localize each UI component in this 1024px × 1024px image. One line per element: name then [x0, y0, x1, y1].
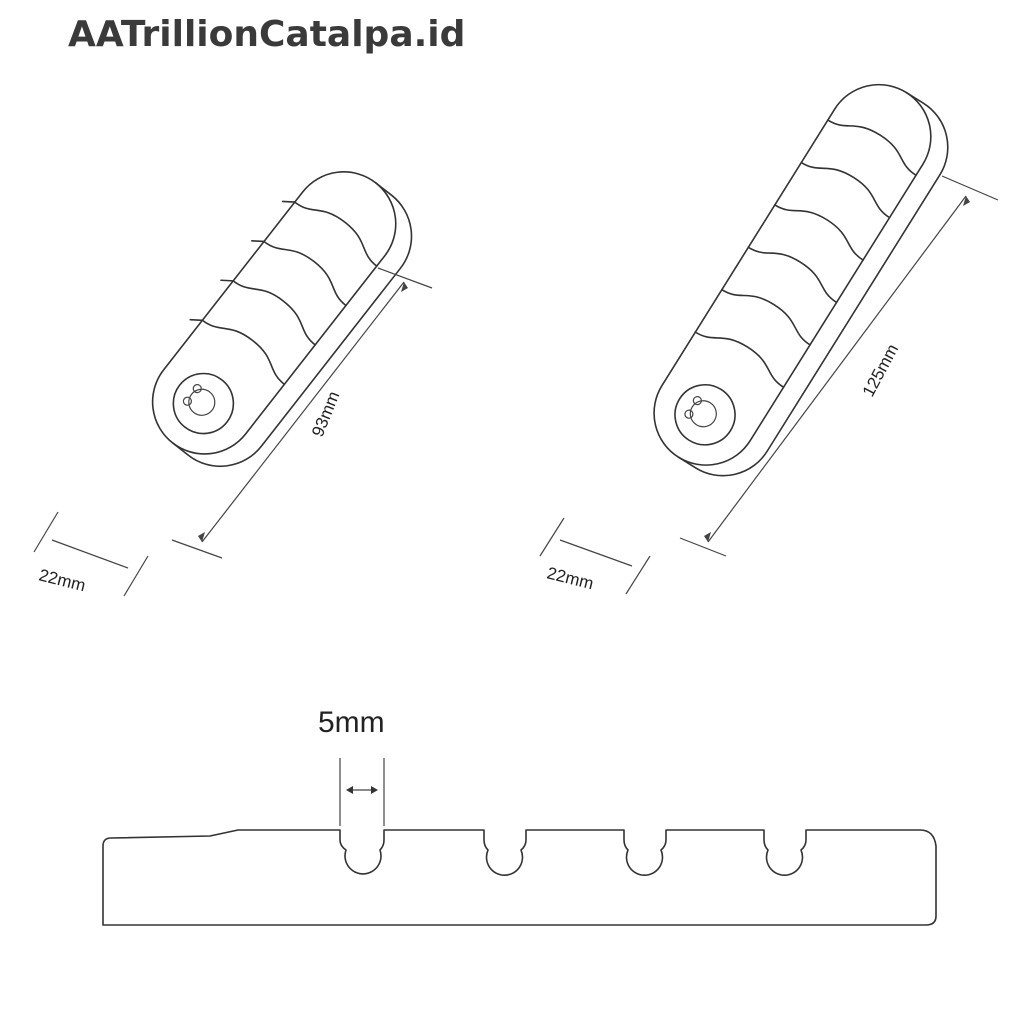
right-holder-emblem: [674, 384, 736, 446]
right-holder-body: [653, 83, 932, 466]
right-length-label: 125mm: [859, 341, 902, 400]
left-length-label: 93mm: [308, 389, 343, 440]
left-holder-body: [151, 171, 397, 455]
left-cable-holder: [151, 171, 413, 468]
left-holder-emblem: [172, 372, 235, 435]
side-view-profile: 5mm: [102, 706, 937, 926]
left-width-label: 22mm: [37, 565, 87, 595]
right-width-label: 22mm: [545, 563, 595, 593]
watermark-text: AATrillionCatalpa.id: [68, 14, 466, 55]
left-length-dimension: 93mm: [171, 267, 433, 559]
right-length-dimension: 125mm: [679, 175, 999, 557]
right-width-dimension: 22mm: [539, 517, 651, 595]
side-view-outline: [102, 829, 937, 926]
left-width-dimension: 22mm: [33, 511, 149, 597]
right-cable-holder: [653, 83, 949, 477]
slot-width-label: 5mm: [318, 706, 385, 739]
